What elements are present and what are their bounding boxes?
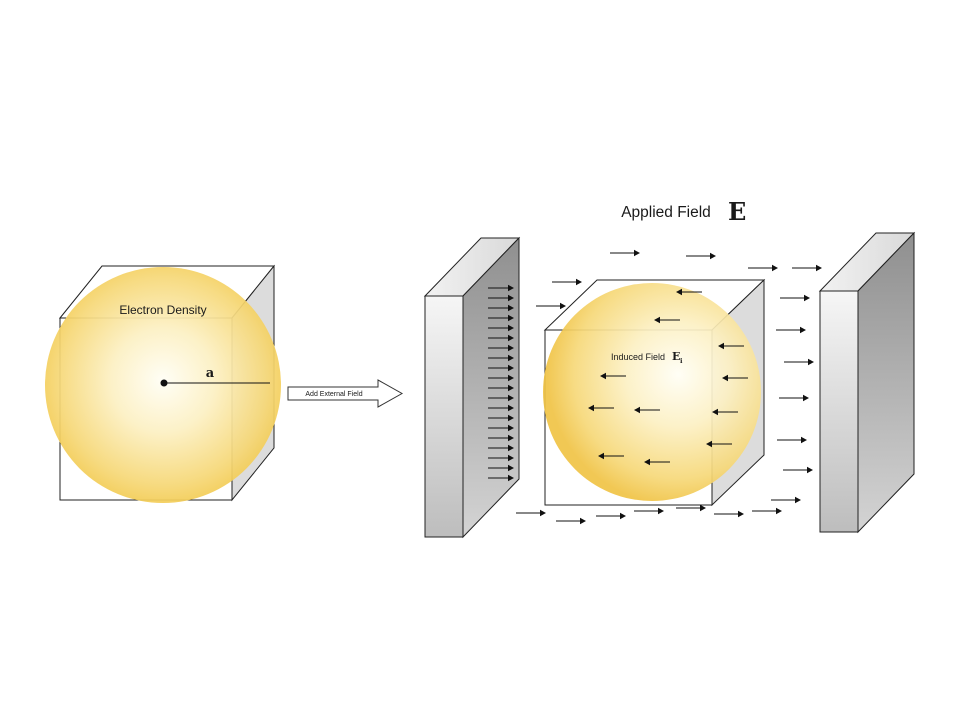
field-arrow-right [776,326,806,334]
field-arrow-left [676,288,702,296]
field-arrow-right [777,436,807,444]
field-arrow-right [783,466,813,474]
field-arrow-right [536,302,566,310]
applied-field-arrows [516,249,822,525]
field-arrow-right [779,394,809,402]
field-arrow-right [748,264,778,272]
applied-field-title: Applied Field E [621,197,746,226]
applied-field-title-text: Applied Field [621,204,711,221]
field-arrow-right [752,507,782,515]
field-arrow-right [596,512,626,520]
field-arrow-right [686,252,716,260]
plate-arrow [488,294,514,302]
field-arrow-right [714,510,744,518]
field-arrow-left [654,316,680,324]
plate-arrow [488,314,514,322]
plate-arrow [488,354,514,362]
left-plate-front-face [424,295,464,538]
plate-arrow [488,444,514,452]
plate-arrow [488,344,514,352]
field-arrow-left [634,406,660,414]
right-capacitor-plate [818,231,916,534]
field-arrow-left [712,408,738,416]
transition-arrow: Add External Field [287,379,404,408]
field-arrow-right [552,278,582,286]
field-arrow-right [780,294,810,302]
field-arrow-right [792,264,822,272]
induced-field-label: Induced Field [611,352,665,362]
field-arrow-left [644,458,670,466]
field-arrow-right [771,496,801,504]
plate-arrow [488,454,514,462]
center-dot [160,379,168,387]
field-arrow-right [556,517,586,525]
radius-annotation: a [160,366,270,387]
applied-field-symbol: E [728,197,746,226]
induced-field-labels: Induced Field E i [611,350,683,365]
field-arrow-right [634,507,664,515]
field-arrow-left [718,342,744,350]
induced-field-symbol: E [672,350,680,363]
field-arrow-right [610,249,640,257]
plate-arrow [488,404,514,412]
field-arrow-right [516,509,546,517]
plate-arrow [488,474,514,482]
radius-label: a [206,366,215,381]
plate-arrow [488,424,514,432]
plate-arrow [488,304,514,312]
plate-arrow [488,384,514,392]
field-arrow-left [722,374,748,382]
electron-density-label: Electron Density [119,303,206,317]
plate-arrows [488,284,514,482]
field-arrow-left [600,372,626,380]
plate-arrow [488,324,514,332]
plate-arrow [488,464,514,472]
field-arrow-right [784,358,814,366]
transition-arrow-label: Add External Field [305,391,362,398]
field-arrow-left [598,452,624,460]
field-arrow-right [676,504,706,512]
plate-arrow [488,364,514,372]
transition-arrow-shape [287,379,404,408]
field-arrow-left [588,404,614,412]
plate-arrow [488,334,514,342]
plate-arrow [488,414,514,422]
field-arrow-left [706,440,732,448]
plate-arrow [488,394,514,402]
plate-arrow [488,374,514,382]
induced-field-arrows [588,288,748,466]
right-plate-front-face [819,290,859,533]
induced-field-sphere [543,283,761,501]
induced-field-subscript: i [680,357,683,365]
plate-arrow [488,284,514,292]
plate-arrow [488,434,514,442]
